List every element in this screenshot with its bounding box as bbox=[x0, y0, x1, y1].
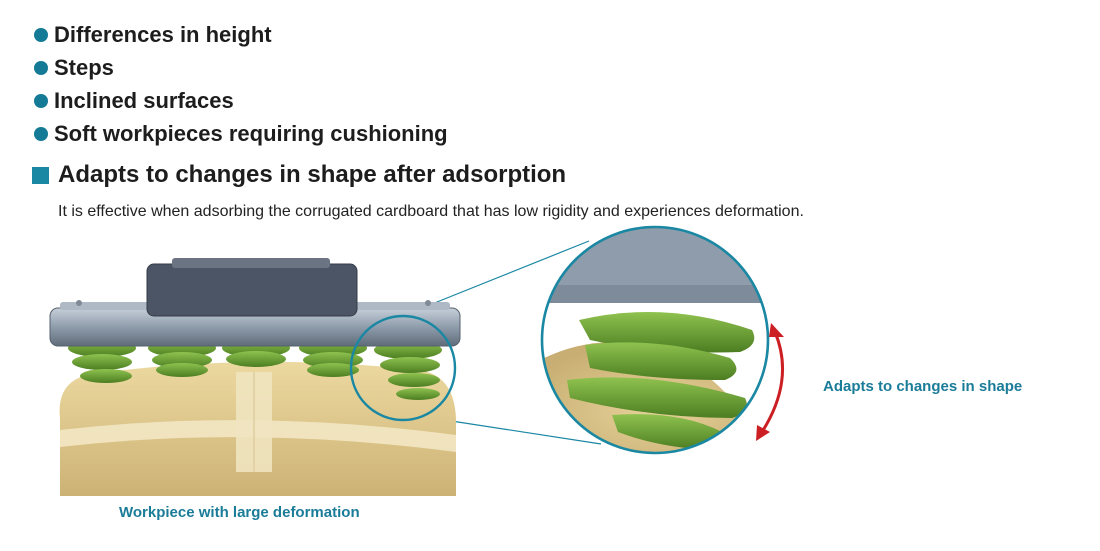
section-description: It is effective when adsorbing the corru… bbox=[58, 203, 804, 220]
zoom-circle-border bbox=[540, 225, 770, 455]
left-caption: Workpiece with large deformation bbox=[119, 504, 360, 521]
feature-label: Soft workpieces requiring cushioning bbox=[54, 120, 448, 146]
right-caption: Adapts to changes in shape bbox=[823, 378, 1023, 395]
bullet-dot-icon bbox=[34, 93, 48, 108]
section-heading: Adapts to changes in shape after adsorpt… bbox=[32, 161, 566, 189]
zoom-connector-line bbox=[431, 417, 602, 445]
vacuum-frame bbox=[49, 258, 461, 347]
feature-list: Differences in height Steps Inclined sur… bbox=[34, 18, 448, 150]
adapt-arrow-icon bbox=[756, 323, 785, 441]
zoom-detail bbox=[542, 227, 768, 453]
zoom-connector-line bbox=[431, 240, 590, 305]
section-heading-text: Adapts to changes in shape after adsorpt… bbox=[58, 161, 567, 188]
feature-item: Soft workpieces requiring cushioning bbox=[34, 117, 448, 150]
feature-item: Differences in height bbox=[34, 18, 448, 51]
feature-label: Inclined surfaces bbox=[54, 87, 234, 113]
cardboard-workpiece bbox=[59, 361, 456, 496]
suction-pad-row bbox=[68, 339, 442, 400]
feature-label: Steps bbox=[54, 54, 114, 80]
bullet-dot-icon bbox=[34, 60, 48, 75]
feature-item: Steps bbox=[34, 51, 448, 84]
feature-label: Differences in height bbox=[54, 21, 272, 47]
zoom-marker-circle bbox=[349, 314, 457, 422]
bullet-dot-icon bbox=[34, 126, 48, 141]
square-bullet-icon bbox=[32, 166, 49, 184]
bullet-dot-icon bbox=[34, 27, 48, 42]
feature-item: Inclined surfaces bbox=[34, 84, 448, 117]
